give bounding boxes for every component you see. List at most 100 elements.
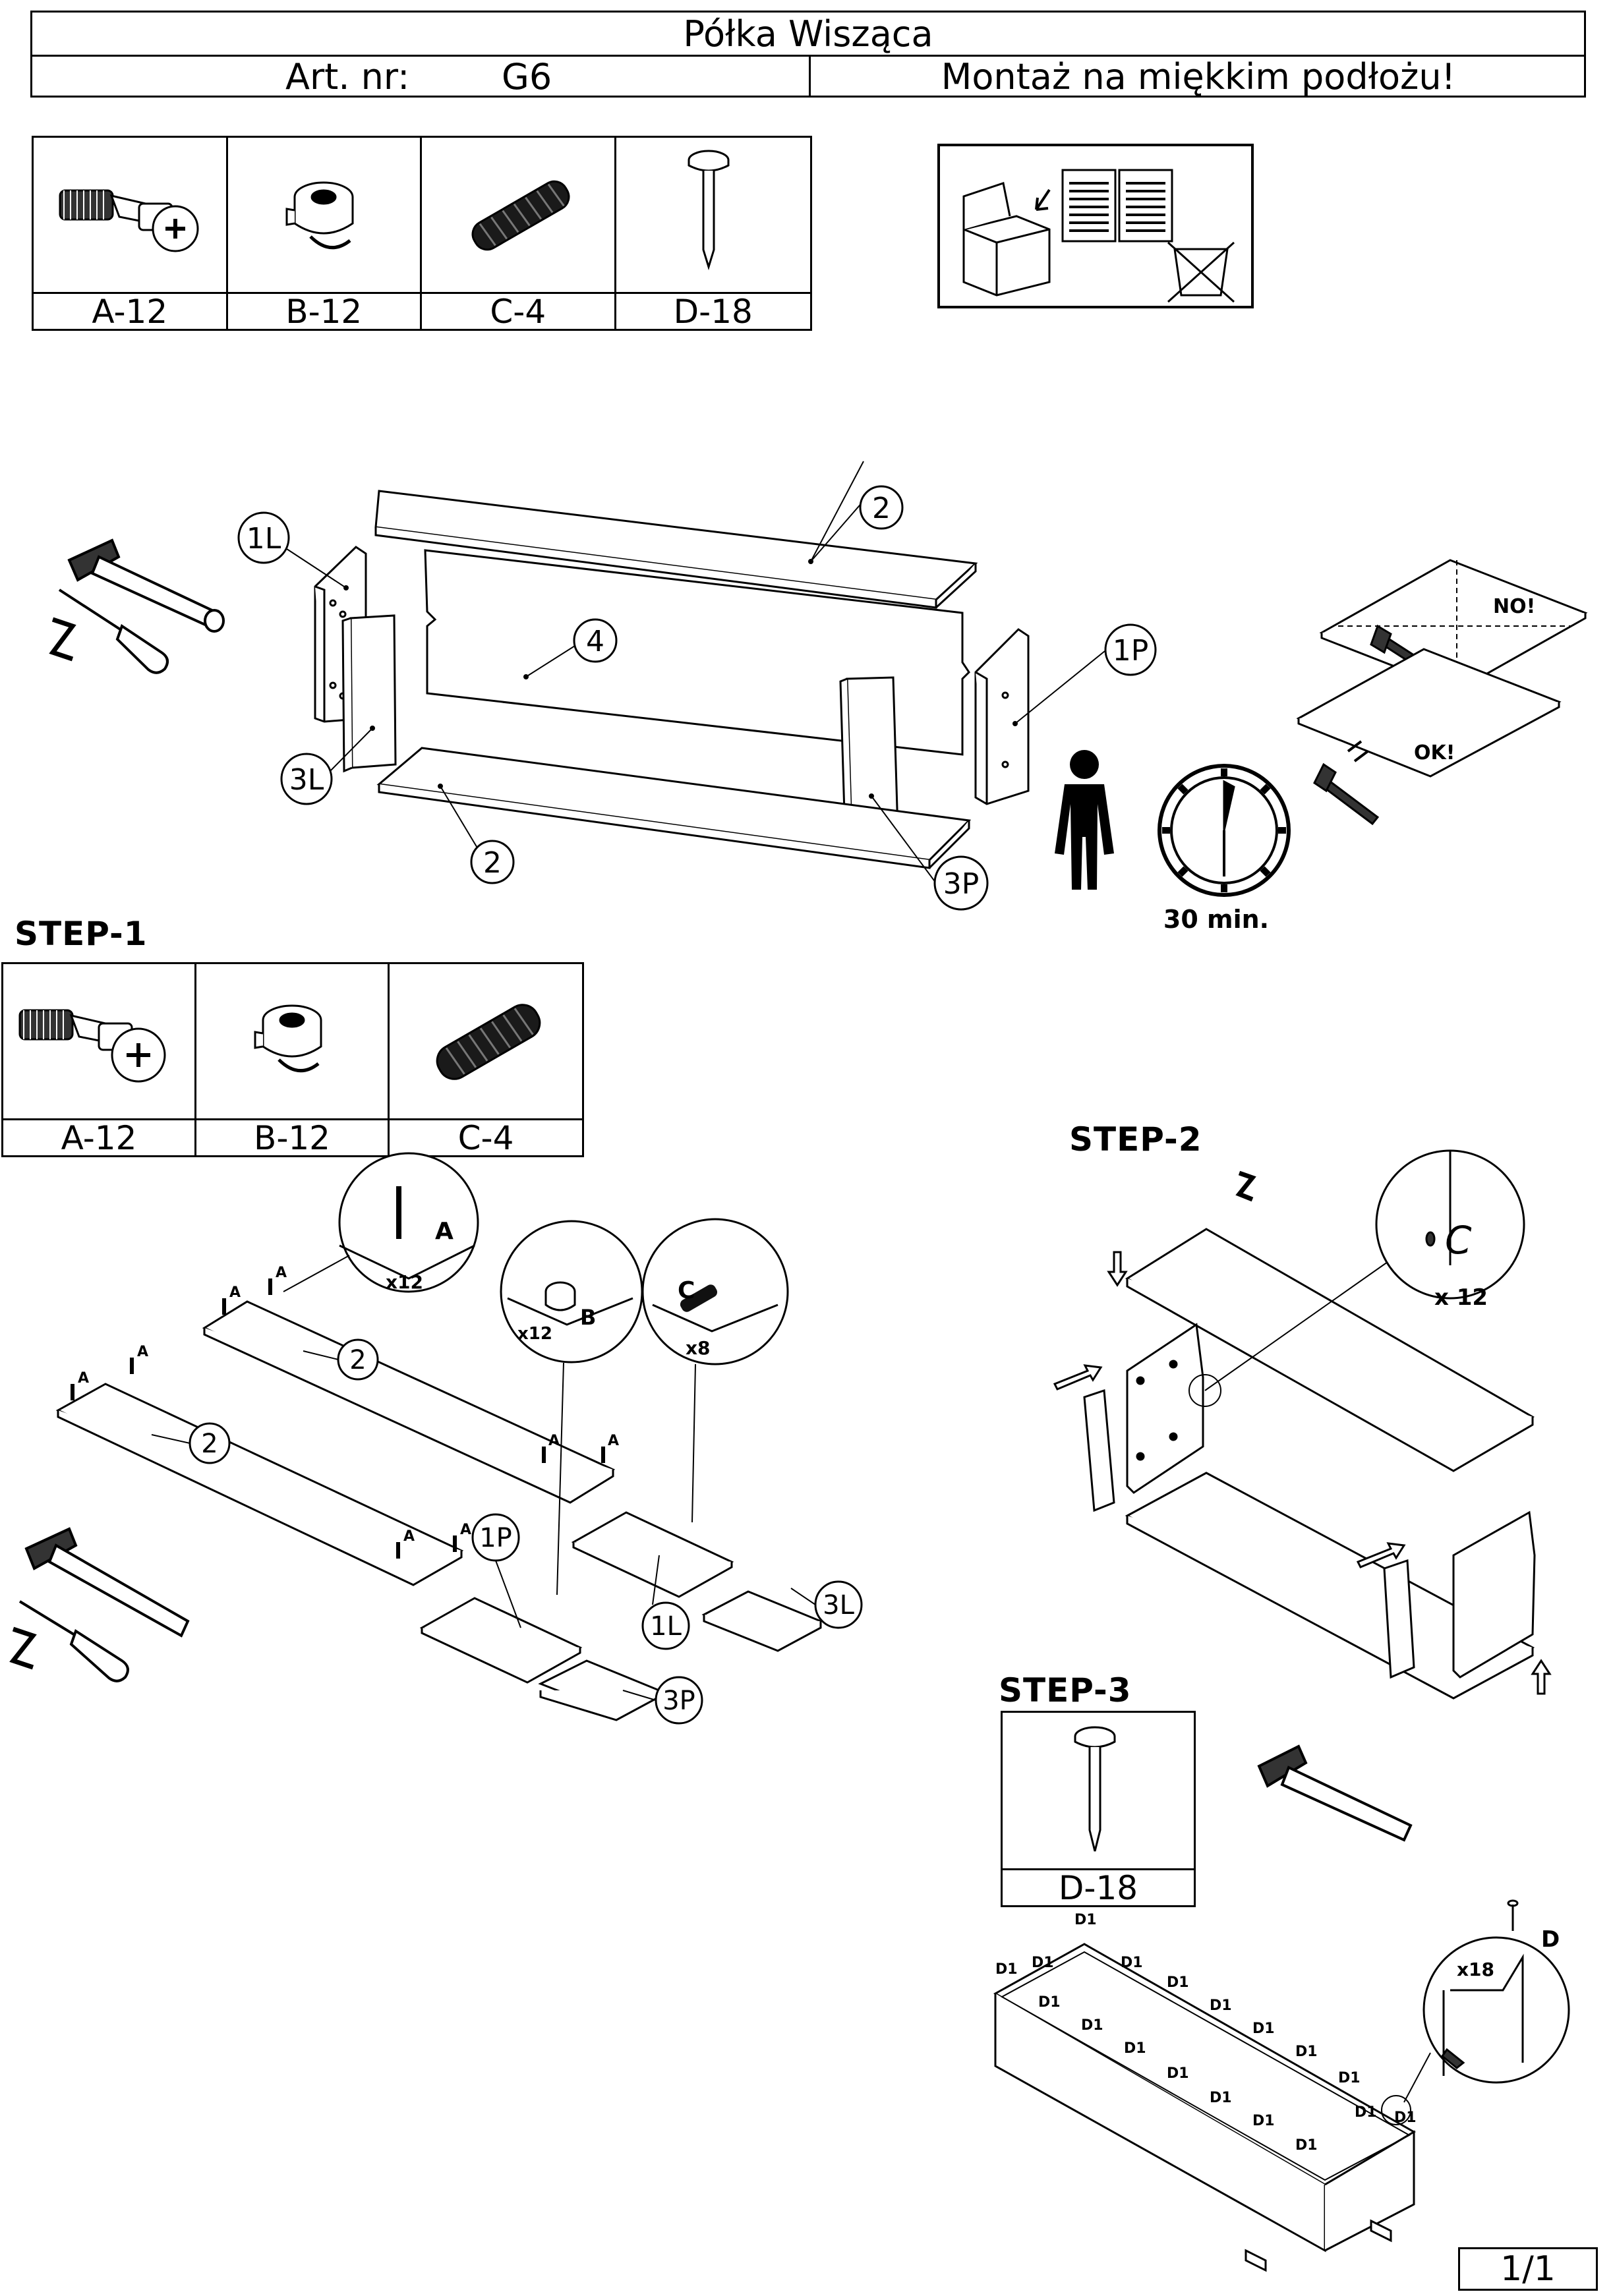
step-1-callout-3p: 3P xyxy=(662,1686,695,1716)
nail-mark: D1 xyxy=(1032,1955,1054,1971)
nail-mark: D1 xyxy=(1167,2065,1189,2082)
step-1-part-b: B-12 xyxy=(196,964,390,1157)
one-person-icon xyxy=(1055,750,1114,890)
screwdriver-icon xyxy=(18,1600,129,1682)
nail-mark: D1 xyxy=(1074,1912,1097,1928)
nail-mark: D1 xyxy=(1167,1974,1189,1991)
panel-1p xyxy=(974,628,1030,805)
step-3-diagram: D1 D1 D1 D1 D1 D1 D1 D1 D1 D1 D1 D1 D1 D… xyxy=(993,1899,1570,2272)
panel-callout-1p: 1P xyxy=(1113,634,1149,668)
step-3-part-label-d: D-18 xyxy=(1003,1868,1194,1907)
part-cell-a: A-12 xyxy=(34,138,228,331)
nail-mark: D1 xyxy=(1210,2090,1232,2106)
panel-3l xyxy=(341,614,397,773)
cam-bolt-icon xyxy=(18,1009,166,1083)
panel-callout-3p: 3P xyxy=(943,867,980,901)
clock-icon xyxy=(1158,764,1291,897)
nail-mark: D1 xyxy=(1121,1955,1143,1971)
step-3-title: STEP-3 xyxy=(999,1671,1132,1709)
cam-lock-icon xyxy=(285,181,353,250)
svg-text:A: A xyxy=(78,1370,89,1387)
hard-surface-warning xyxy=(1319,559,1588,692)
dowel-icon xyxy=(471,180,570,251)
screwdriver-icon xyxy=(58,588,169,674)
step-2-top-panel xyxy=(1125,1228,1535,1472)
step-2-shelf-right xyxy=(1383,1559,1415,1679)
hammer-icon xyxy=(67,538,225,633)
nail-icon xyxy=(688,150,729,271)
nail-icon xyxy=(1074,1726,1116,1852)
svg-text:A: A xyxy=(548,1433,560,1449)
step-3-parts-table: D-18 xyxy=(1001,1711,1196,1907)
step-2-callout-magnifier xyxy=(1375,1149,1525,1300)
panel-3p xyxy=(839,676,899,837)
step-1-parts-table: A-12 B-12 C-4 xyxy=(1,962,584,1157)
part-label-b: B-12 xyxy=(227,292,420,331)
step-1-part-label-c: C-4 xyxy=(390,1118,582,1157)
part-label-d: D-18 xyxy=(616,292,810,331)
step-2-diagram: C x 12 xyxy=(1053,1149,1552,1700)
header-divider xyxy=(809,56,811,97)
surface-ok-label: OK! xyxy=(1414,741,1455,764)
step-2-side-panel-right xyxy=(1452,1510,1536,1679)
assembly-arrows xyxy=(1053,1251,1552,1695)
panel-callout-2-top: 2 xyxy=(872,492,891,525)
step-3-callout-letter: D xyxy=(1541,1926,1560,1953)
step-2-callout-letter: C xyxy=(1445,1218,1472,1263)
assembly-notice: Montaż na miękkim podłożu! xyxy=(941,55,1456,98)
hammer-icon xyxy=(24,1527,190,1638)
article-label: Art. nr: xyxy=(285,55,410,98)
svg-text:A: A xyxy=(137,1344,148,1360)
part-label-c: C-4 xyxy=(422,292,614,331)
svg-text:A: A xyxy=(229,1284,241,1301)
allen-key-icon xyxy=(1235,1170,1256,1202)
hammer-icon xyxy=(1257,1744,1413,1842)
svg-text:A: A xyxy=(276,1265,287,1281)
part-cell-d: D-18 xyxy=(616,138,810,331)
step-1-title: STEP-1 xyxy=(15,915,148,953)
step-1-part-label-a: A-12 xyxy=(3,1118,194,1157)
overview-exploded-view: 2 1L 4 1P 3L 2 3P 30 min. NO! xyxy=(49,461,1588,934)
packaging-disposal-pictogram xyxy=(937,144,1254,308)
part-cell-b: B-12 xyxy=(227,138,422,331)
callout-b-count: x12 xyxy=(517,1324,552,1344)
step-2-title: STEP-2 xyxy=(1069,1120,1202,1159)
callout-c-count: x8 xyxy=(686,1337,711,1359)
callout-a-count: x12 xyxy=(386,1271,423,1293)
nail-mark: D1 xyxy=(1038,1994,1061,2011)
step-1-panel-2-upper xyxy=(202,1300,616,1504)
step-1-callout-1l: 1L xyxy=(650,1611,682,1642)
soft-surface-ok xyxy=(1296,648,1562,826)
panel-2-top xyxy=(374,490,978,609)
nail-mark: D1 xyxy=(1252,2021,1275,2037)
nail-mark: D1 xyxy=(1210,1997,1232,2014)
cam-lock-icon xyxy=(254,1004,322,1073)
step-1-callout-2-lower: 2 xyxy=(201,1429,218,1459)
panel-2-bottom xyxy=(376,747,972,869)
hardware-parts-table: A-12 B-12 C-4 xyxy=(32,136,812,331)
article-number: G6 xyxy=(502,55,552,98)
panel-callout-1l: 1L xyxy=(247,522,281,556)
step-3-callout-magnifier xyxy=(1422,1936,1570,2084)
step-3-part-d: D-18 xyxy=(1003,1713,1194,1907)
cam-bolt-icon xyxy=(59,189,199,252)
panel-callout-3l: 3L xyxy=(289,763,324,797)
callout-a-letter: A xyxy=(435,1218,454,1245)
nail-mark: D1 xyxy=(1295,2137,1318,2154)
allen-key-icon xyxy=(9,1626,37,1670)
step-1-part-label-b: B-12 xyxy=(196,1118,388,1157)
nail-mark: D1 xyxy=(1394,2109,1417,2126)
header-table: Półka Wisząca Art. nr: G6 Montaż na mięk… xyxy=(30,11,1586,98)
step-1-panel-3l xyxy=(701,1590,823,1652)
part-label-a: A-12 xyxy=(34,292,226,331)
step-1-panel-2-lower xyxy=(55,1383,464,1586)
svg-text:A: A xyxy=(608,1433,619,1449)
svg-text:A: A xyxy=(460,1522,471,1538)
callout-b-letter: B xyxy=(580,1305,596,1330)
nail-mark: D1 xyxy=(1081,2017,1103,2034)
step-1-panel-1l xyxy=(571,1511,734,1598)
step-2-callout-count: x 12 xyxy=(1434,1284,1488,1311)
step-1-part-a: A-12 xyxy=(3,964,196,1157)
panel-4-back xyxy=(424,549,970,756)
